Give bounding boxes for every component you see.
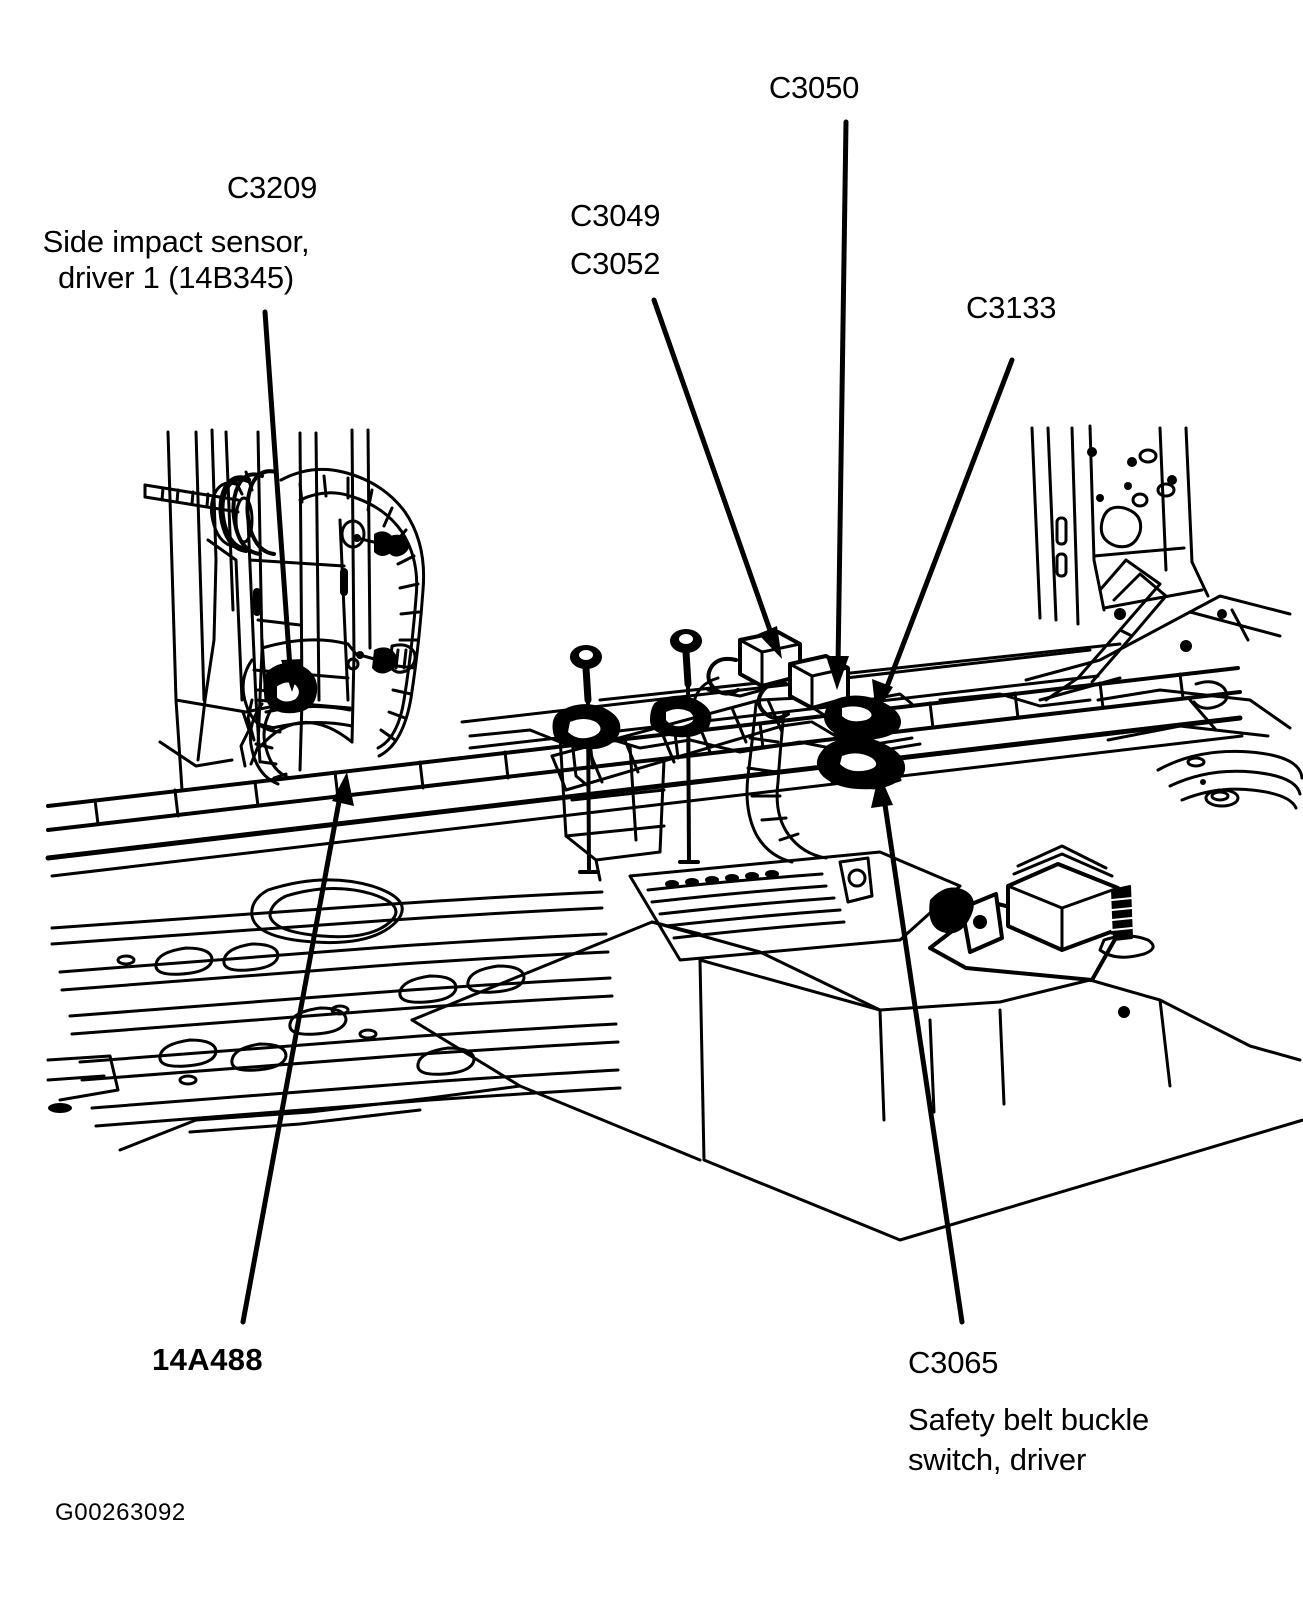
callout-label-c3209-code: C3209: [226, 170, 318, 205]
pillar-grommet: [209, 469, 278, 556]
leader-c3050: [826, 119, 849, 690]
figure-id-label: G00263092: [55, 1499, 186, 1526]
callout-label-c3049-code: C3049: [570, 198, 661, 233]
electronic-module-assembly: [928, 844, 1155, 982]
leader-c3049-c3052: [651, 297, 782, 659]
callout-label-c3065-code: C3065: [908, 1345, 999, 1380]
sensor-fastener-studs: [353, 531, 417, 674]
leader-c3065: [871, 773, 965, 1325]
leader-lines: [240, 119, 1015, 1325]
connector-c3065-buckle-switch: [817, 736, 914, 790]
rear-seat-pan: [698, 958, 1303, 1242]
rear-quarter-structure: [1024, 424, 1292, 702]
callout-label-c3052-code: C3052: [570, 246, 661, 281]
callout-label-c3209-desc-line1: Side impact sensor,: [42, 224, 310, 259]
callout-label-c3133-code: C3133: [966, 290, 1057, 325]
side-impact-sensor-bracket: [246, 518, 366, 764]
callout-label-c3065-desc-line2: switch, driver: [908, 1442, 1087, 1477]
pillar-stud-tab: [143, 483, 240, 514]
harness-retainer-clip-1: [552, 704, 621, 788]
rocker-sill-beam: [45, 666, 1244, 878]
callout-label-c3065-desc-line1: Safety belt buckle: [908, 1402, 1150, 1437]
callout-label-c3050-code: C3050: [768, 70, 860, 105]
leader-c3133: [872, 357, 1015, 714]
pillar-wiring-loom: [279, 467, 426, 758]
vehicle-body-artwork: [45, 424, 1303, 1242]
leader-14a488: [240, 772, 354, 1325]
connector-c3209-body: [239, 658, 318, 768]
seat-crossmember-bracket: [558, 734, 666, 882]
leader-c3209: [262, 309, 303, 692]
callout-label-14a488-code: 14A488: [152, 1342, 263, 1377]
floor-pan-left: [46, 878, 622, 1152]
callout-label-c3209-desc-line2: driver 1 (14B345): [57, 260, 295, 295]
sensor-pigtail-loom: [248, 702, 292, 786]
rear-floor-lip: [1096, 609, 1303, 810]
